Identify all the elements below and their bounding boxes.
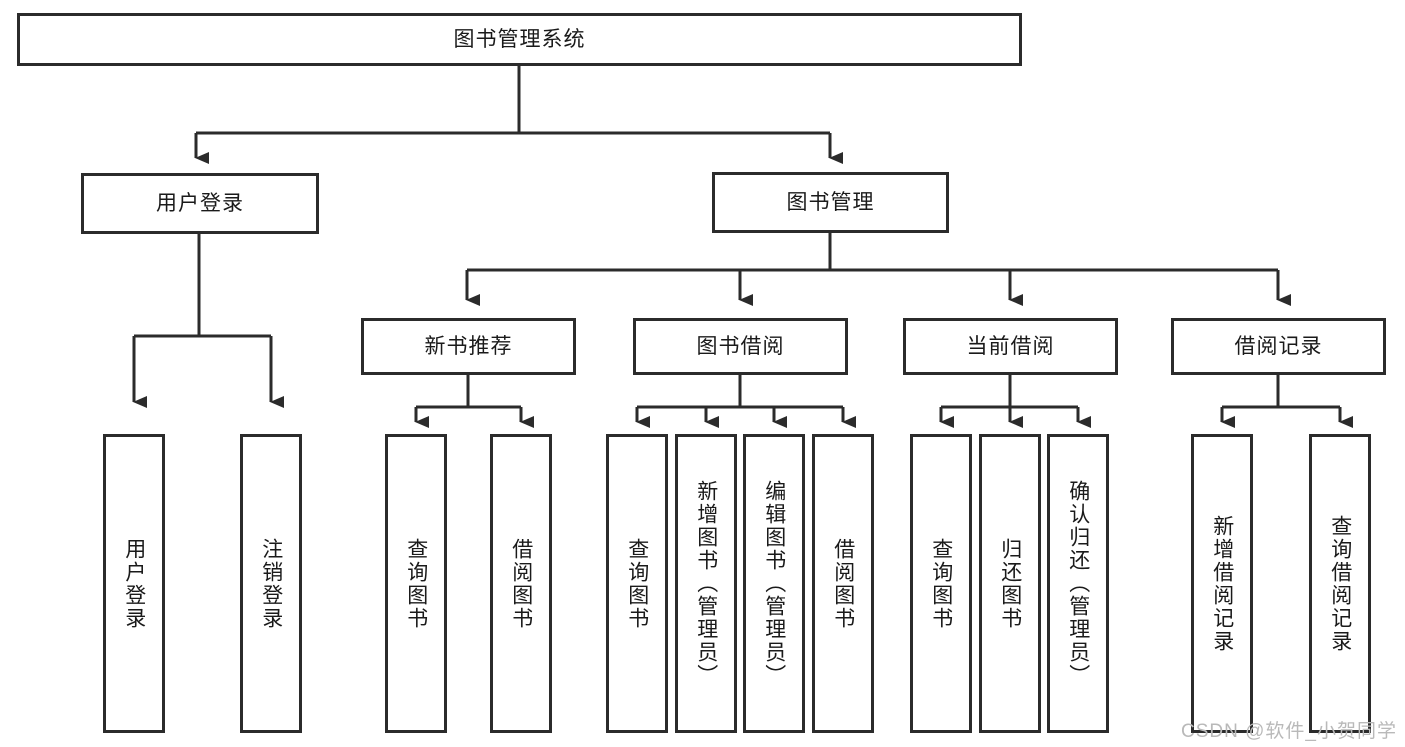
node-leaf-confirm-return[interactable]: 确认归还（管理员）: [1047, 434, 1109, 733]
node-book-borrow[interactable]: 图书借阅: [633, 318, 848, 375]
node-leaf-user-login-label: 用户登录: [122, 537, 146, 630]
node-leaf-borrow-book-1[interactable]: 借阅图书: [490, 434, 552, 733]
node-new-book-recommend[interactable]: 新书推荐: [361, 318, 576, 375]
node-user-login[interactable]: 用户登录: [81, 173, 319, 234]
node-leaf-query-book-1[interactable]: 查询图书: [385, 434, 447, 733]
node-new-book-recommend-label: 新书推荐: [424, 334, 513, 358]
node-borrow-record-label: 借阅记录: [1234, 334, 1323, 358]
node-leaf-query-book-2-label: 查询图书: [625, 537, 649, 630]
node-current-borrow-label: 当前借阅: [966, 334, 1055, 358]
node-leaf-query-record-label: 查询借阅记录: [1328, 514, 1352, 653]
node-leaf-add-record-label: 新增借阅记录: [1210, 514, 1234, 653]
node-root[interactable]: 图书管理系统: [17, 13, 1022, 66]
watermark: CSDN @软件_小贺同学: [1181, 721, 1397, 742]
node-leaf-edit-book-label: 编辑图书（管理员）: [762, 480, 786, 687]
node-leaf-return-book-label: 归还图书: [998, 537, 1022, 630]
node-leaf-query-book-3-label: 查询图书: [929, 537, 953, 630]
node-root-label: 图书管理系统: [453, 27, 586, 51]
node-borrow-record[interactable]: 借阅记录: [1171, 318, 1386, 375]
node-current-borrow[interactable]: 当前借阅: [903, 318, 1118, 375]
node-leaf-query-book-3[interactable]: 查询图书: [910, 434, 972, 733]
node-leaf-query-record[interactable]: 查询借阅记录: [1309, 434, 1371, 733]
node-leaf-return-book[interactable]: 归还图书: [979, 434, 1041, 733]
node-leaf-add-record[interactable]: 新增借阅记录: [1191, 434, 1253, 733]
node-book-management-label: 图书管理: [786, 190, 875, 214]
node-book-management[interactable]: 图书管理: [712, 172, 949, 233]
node-leaf-confirm-return-label: 确认归还（管理员）: [1066, 480, 1090, 687]
node-leaf-query-book-1-label: 查询图书: [404, 537, 428, 630]
node-leaf-edit-book[interactable]: 编辑图书（管理员）: [743, 434, 805, 733]
node-leaf-borrow-book-2-label: 借阅图书: [831, 537, 855, 630]
node-user-login-label: 用户登录: [156, 191, 244, 215]
node-leaf-borrow-book-1-label: 借阅图书: [509, 537, 533, 630]
node-leaf-query-book-2[interactable]: 查询图书: [606, 434, 668, 733]
node-leaf-user-logout-label: 注销登录: [259, 537, 283, 630]
node-leaf-add-book[interactable]: 新增图书（管理员）: [675, 434, 737, 733]
node-leaf-user-logout[interactable]: 注销登录: [240, 434, 302, 733]
node-leaf-add-book-label: 新增图书（管理员）: [694, 480, 718, 687]
node-leaf-user-login[interactable]: 用户登录: [103, 434, 165, 733]
node-leaf-borrow-book-2[interactable]: 借阅图书: [812, 434, 874, 733]
node-book-borrow-label: 图书借阅: [696, 334, 785, 358]
